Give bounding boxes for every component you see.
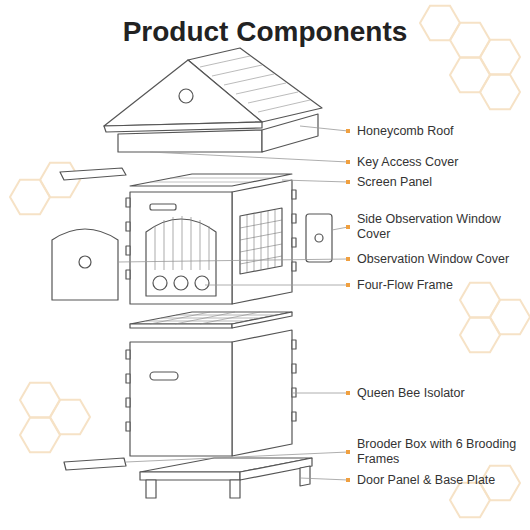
roof-base — [118, 130, 262, 152]
page-title: Product Components — [0, 16, 530, 48]
part-label: Brooder Box with 6 Brooding Frames — [357, 437, 525, 467]
leader-lines — [118, 126, 348, 480]
part-label: Four-Flow Frame — [357, 278, 525, 293]
four-flow-frame — [146, 219, 216, 296]
roof-vent — [179, 89, 193, 103]
key-access-cover — [60, 168, 126, 180]
upper-box-front — [130, 192, 232, 304]
side-window — [240, 208, 282, 274]
handle-slot — [150, 372, 178, 380]
screen-panel — [130, 174, 292, 186]
part-label: Observation Window Cover — [357, 252, 525, 267]
brooder-box-side — [232, 330, 292, 456]
part-label: Side Observation Window Cover — [357, 212, 525, 242]
roof-base-side — [262, 114, 318, 152]
part-label: Queen Bee Isolator — [357, 386, 525, 401]
part-label: Key Access Cover — [357, 155, 525, 170]
side-window-cover — [306, 214, 332, 262]
part-label: Screen Panel — [357, 175, 525, 190]
entrance-slot — [150, 204, 176, 210]
leader-dots — [346, 129, 350, 482]
observation-window-cover — [52, 229, 118, 300]
honeycomb-background — [10, 6, 530, 518]
brooder-box-front — [130, 342, 232, 456]
part-label: Door Panel & Base Plate — [357, 473, 525, 488]
door-panel — [64, 458, 126, 470]
roof-gable — [104, 60, 262, 126]
part-label: Honeycomb Roof — [357, 124, 525, 139]
